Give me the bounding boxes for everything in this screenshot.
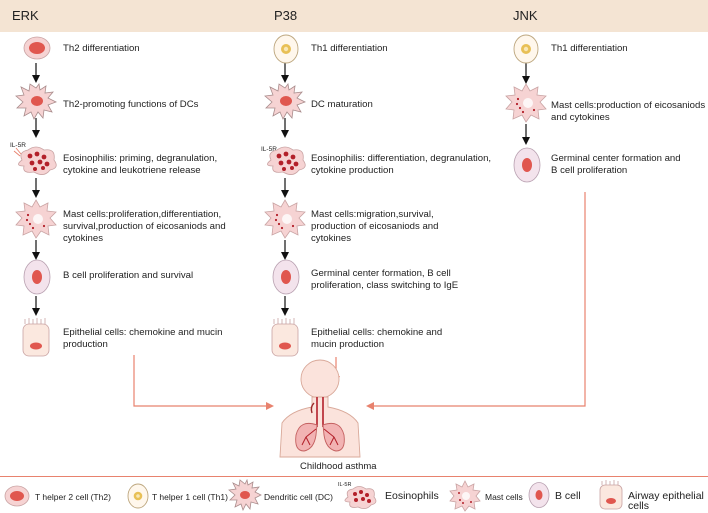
erk-step-6-text: Epithelial cells: chemokine and mucin pr… bbox=[63, 327, 223, 350]
header-band bbox=[0, 0, 708, 32]
legend-divider bbox=[0, 476, 708, 477]
jnk-b-cell-icon bbox=[512, 146, 542, 184]
erk-step-3-text: Eosinophilis: priming, degranulation, cy… bbox=[63, 153, 218, 176]
human-lungs-icon bbox=[270, 355, 370, 459]
column-title-erk: ERK bbox=[12, 8, 39, 23]
erk-th2-cell-icon bbox=[22, 35, 52, 61]
erk-dendritic-cell-icon bbox=[14, 82, 58, 120]
p38-step-2-text: DC maturation bbox=[311, 99, 373, 110]
jnk-mast-cell-icon bbox=[504, 82, 548, 124]
legend-th2-label: T helper 2 cell (Th2) bbox=[35, 492, 111, 502]
p38-step-3-text: Eosinophilis: differentiation, degranula… bbox=[311, 153, 492, 176]
erk-mast-cell-icon bbox=[14, 198, 58, 240]
jnk-step-1-text: Th1 differentiation bbox=[551, 43, 628, 54]
erk-step-1-text: Th2 differentiation bbox=[63, 43, 140, 54]
legend-epithelial-label: Airway epithelial cells bbox=[628, 490, 704, 512]
legend-dendritic-label: Dendritic cell (DC) bbox=[264, 492, 333, 502]
p38-eosinophil-icon: IL-5R bbox=[259, 138, 313, 178]
arrow-jnk-to-asthma bbox=[366, 192, 586, 410]
erk-epithelial-cell-icon bbox=[20, 318, 52, 358]
legend-il5r-label: IL-5R bbox=[338, 482, 351, 488]
jnk-th1-cell-icon bbox=[512, 33, 540, 65]
outcome-label: Childhood asthma bbox=[300, 461, 377, 472]
p38-epithelial-cell-icon bbox=[269, 318, 301, 358]
legend-th1-label: T helper 1 cell (Th1) bbox=[152, 492, 228, 502]
legend-eosinophil-label: Eosinophils bbox=[385, 490, 439, 502]
p38-th1-cell-icon bbox=[272, 33, 300, 65]
column-title-jnk: JNK bbox=[513, 8, 538, 23]
legend-dendritic-cell-icon bbox=[228, 478, 262, 513]
il5r-label: IL-5R bbox=[10, 142, 26, 149]
jnk-step-3-text: Germinal center formation and B cell pro… bbox=[551, 153, 681, 176]
arrow-erk-to-asthma bbox=[133, 355, 274, 410]
erk-step-4-text: Mast cells:proliferation,differentiation… bbox=[63, 209, 226, 244]
p38-dendritic-cell-icon bbox=[263, 82, 307, 120]
legend-b-cell-label: B cell bbox=[555, 490, 581, 502]
p38-step-5-text: Germinal center formation, B cell prolif… bbox=[311, 268, 459, 291]
p38-mast-cell-icon bbox=[263, 198, 307, 240]
legend-epithelial-cell-icon bbox=[598, 480, 624, 513]
legend-th1-cell-icon bbox=[127, 482, 149, 513]
p38-step-4-text: Mast cells:migration,survival, productio… bbox=[311, 209, 439, 244]
legend-mast-label: Mast cells bbox=[485, 492, 523, 502]
erk-eosinophil-icon: IL-5R bbox=[10, 138, 64, 178]
erk-step-2-text: Th2-promoting functions of DCs bbox=[63, 99, 199, 110]
legend-th2-cell-icon bbox=[4, 485, 30, 512]
erk-b-cell-icon bbox=[22, 258, 52, 296]
legend-b-cell-icon bbox=[528, 481, 550, 513]
il5r-label: IL-5R bbox=[261, 146, 277, 153]
column-title-p38: P38 bbox=[274, 8, 298, 23]
p38-step-6-text: Epithelial cells: chemokine and mucin pr… bbox=[311, 327, 443, 350]
legend-mast-cell-icon bbox=[448, 480, 482, 513]
legend-eosinophil-icon: IL-5R bbox=[338, 479, 382, 513]
jnk-step-2-text: Mast cells:production of eicosaniods and… bbox=[551, 100, 706, 123]
p38-step-1-text: Th1 differentiation bbox=[311, 43, 388, 54]
p38-b-cell-icon bbox=[271, 258, 301, 296]
erk-step-5-text: B cell proliferation and survival bbox=[63, 270, 194, 281]
